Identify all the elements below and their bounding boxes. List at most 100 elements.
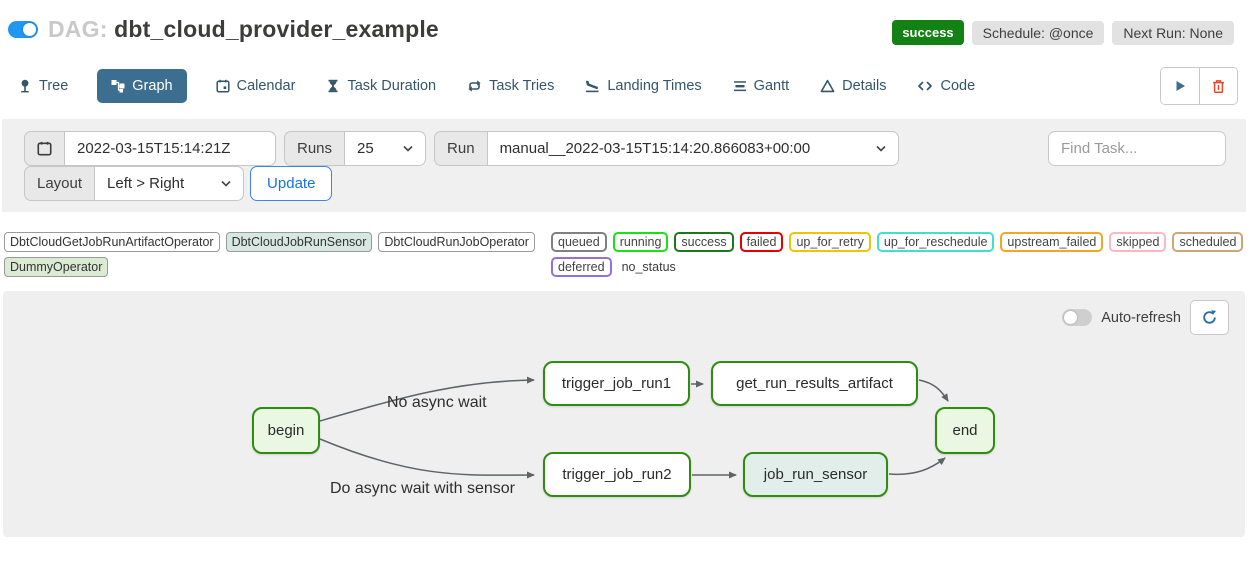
tab-task-duration[interactable]: Task Duration bbox=[324, 69, 438, 103]
no-status-label: no_status bbox=[621, 260, 676, 274]
chevron-down-icon bbox=[875, 145, 886, 152]
chevron-down-icon bbox=[221, 180, 231, 187]
dag-edges bbox=[319, 376, 949, 479]
runs-select[interactable]: 25 bbox=[344, 131, 427, 166]
status-badge[interactable]: queued bbox=[551, 232, 607, 252]
tab-calendar[interactable]: Calendar bbox=[214, 69, 298, 103]
toggle-knob bbox=[1064, 311, 1078, 324]
tab-graph[interactable]: Graph bbox=[97, 69, 187, 103]
tree-icon bbox=[21, 79, 29, 93]
status-legend: queued running success failed up_for_ret… bbox=[547, 232, 1244, 277]
runs-group: Runs 25 bbox=[284, 131, 427, 166]
task-node-trigger-job-run1[interactable]: trigger_job_run1 bbox=[543, 361, 690, 406]
tab-gantt[interactable]: Gantt bbox=[731, 69, 791, 103]
status-badge[interactable]: deferred bbox=[551, 257, 612, 277]
tab-label: Gantt bbox=[753, 78, 790, 94]
trash-icon bbox=[1213, 79, 1224, 93]
status-badge[interactable]: skipped bbox=[1109, 232, 1167, 252]
dag-prefix-label: DAG: bbox=[48, 16, 108, 42]
status-badge[interactable]: failed bbox=[739, 232, 784, 252]
status-badge[interactable]: success bbox=[674, 232, 734, 252]
tab-landing-times[interactable]: Landing Times bbox=[583, 69, 703, 103]
schedule-badge: Schedule: @once bbox=[971, 20, 1105, 45]
dag-action-buttons bbox=[1160, 67, 1238, 105]
repeat-icon bbox=[468, 80, 481, 92]
task-node-get-run-results-artifact[interactable]: get_run_results_artifact bbox=[711, 361, 918, 406]
status-badge[interactable]: running bbox=[612, 232, 669, 252]
tab-label: Tree bbox=[39, 78, 69, 94]
base-date-group bbox=[24, 131, 276, 166]
operator-badge: DbtCloudJobRunSensor bbox=[225, 232, 373, 252]
edge-begin-trigger1 bbox=[319, 376, 535, 422]
operator-legend: DbtCloudGetJobRunArtifactOperator DbtClo… bbox=[4, 232, 547, 277]
layout-select[interactable]: Left > Right bbox=[94, 166, 245, 201]
operator-badge: DummyOperator bbox=[4, 257, 109, 277]
graph-panel: Auto-refresh begin trigger_job_run1 g bbox=[3, 291, 1245, 537]
tab-label: Landing Times bbox=[607, 78, 702, 94]
edge-artifact-end bbox=[918, 379, 949, 402]
run-select[interactable]: manual__2022-03-15T15:14:20.866083+00:00 bbox=[486, 131, 899, 166]
run-label: Run bbox=[434, 131, 487, 166]
graph-icon bbox=[111, 80, 125, 93]
play-icon bbox=[1176, 81, 1185, 91]
edge-begin-trigger2 bbox=[319, 438, 535, 479]
calendar-icon bbox=[37, 141, 52, 156]
tab-label: Code bbox=[940, 78, 976, 94]
layout-label: Layout bbox=[24, 166, 95, 201]
hourglass-icon bbox=[328, 79, 338, 93]
triangle-icon bbox=[820, 79, 835, 93]
status-badge[interactable]: upstream_failed bbox=[1000, 232, 1104, 252]
status-badge[interactable]: up_for_reschedule bbox=[876, 232, 995, 252]
refresh-button[interactable] bbox=[1190, 300, 1229, 335]
refresh-icon bbox=[1203, 310, 1217, 324]
delete-dag-button[interactable] bbox=[1199, 68, 1237, 104]
plane-landing-icon bbox=[586, 80, 599, 93]
layout-value: Left > Right bbox=[107, 175, 185, 192]
dag-pause-toggle[interactable] bbox=[8, 21, 38, 38]
chevron-down-icon bbox=[403, 145, 413, 152]
auto-refresh-label: Auto-refresh bbox=[1101, 309, 1181, 326]
task-node-trigger-job-run2[interactable]: trigger_job_run2 bbox=[543, 452, 691, 497]
tab-label: Task Tries bbox=[489, 78, 555, 94]
find-task-input[interactable] bbox=[1048, 131, 1226, 166]
gantt-icon bbox=[733, 81, 746, 92]
view-tabs: Tree Graph Calendar Task Duration Task T… bbox=[0, 59, 1248, 113]
status-badge[interactable]: scheduled bbox=[1172, 232, 1244, 252]
tab-label: Details bbox=[842, 78, 887, 94]
task-node-begin[interactable]: begin bbox=[252, 407, 320, 454]
run-value: manual__2022-03-15T15:14:20.866083+00:00 bbox=[499, 140, 811, 157]
task-node-end[interactable]: end bbox=[935, 407, 995, 454]
layout-group: Layout Left > Right bbox=[24, 166, 245, 201]
tab-label: Task Duration bbox=[347, 78, 437, 94]
next-run-badge: Next Run: None bbox=[1112, 20, 1234, 45]
tab-details[interactable]: Details bbox=[818, 69, 888, 103]
edge-label-no-async-wait: No async wait bbox=[387, 394, 487, 411]
operator-badge: DbtCloudGetJobRunArtifactOperator bbox=[4, 232, 220, 252]
tab-task-tries[interactable]: Task Tries bbox=[465, 69, 556, 103]
toggle-knob bbox=[23, 23, 36, 36]
task-node-job-run-sensor[interactable]: job_run_sensor bbox=[743, 452, 888, 497]
dag-name: dbt_cloud_provider_example bbox=[114, 16, 439, 42]
update-button[interactable]: Update bbox=[250, 166, 333, 201]
auto-refresh-toggle[interactable] bbox=[1062, 309, 1093, 326]
dag-header: DAG: dbt_cloud_provider_example success … bbox=[0, 0, 1248, 51]
operator-badge: DbtCloudRunJobOperator bbox=[378, 232, 535, 252]
code-icon bbox=[918, 81, 933, 91]
filter-panel: Runs 25 Run manual__2022-03-15T15:14:20.… bbox=[2, 119, 1246, 212]
edge-label-do-async-wait: Do async wait with sensor bbox=[330, 480, 515, 497]
status-badge[interactable]: up_for_retry bbox=[789, 232, 871, 252]
tab-code[interactable]: Code bbox=[915, 69, 977, 103]
legend: DbtCloudGetJobRunArtifactOperator DbtClo… bbox=[0, 212, 1248, 277]
tab-label: Graph bbox=[132, 78, 173, 94]
calendar-addon[interactable] bbox=[24, 131, 64, 166]
trigger-dag-button[interactable] bbox=[1161, 68, 1199, 104]
dag-status-badge[interactable]: success bbox=[892, 20, 964, 45]
tab-tree[interactable]: Tree bbox=[16, 69, 70, 103]
page-title: DAG: dbt_cloud_provider_example bbox=[48, 16, 439, 43]
base-date-input[interactable] bbox=[64, 131, 276, 166]
graph-controls: Auto-refresh bbox=[1062, 300, 1229, 335]
run-group: Run manual__2022-03-15T15:14:20.866083+0… bbox=[434, 131, 899, 166]
edge-sensor-end bbox=[888, 457, 946, 476]
tab-label: Calendar bbox=[236, 78, 296, 94]
